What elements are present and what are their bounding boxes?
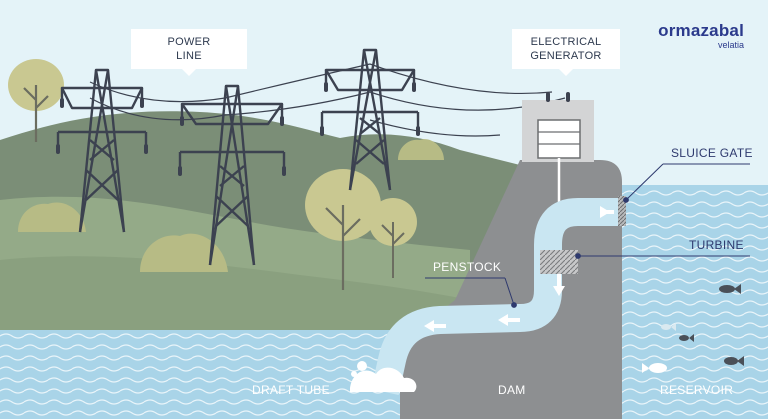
brand-sub: velatia (717, 40, 744, 50)
penstock-label: PENSTOCK (433, 260, 502, 274)
reservoir-waves (600, 185, 768, 419)
turbine (540, 250, 578, 274)
leader-lines (425, 163, 750, 308)
sluice-gate (618, 196, 626, 226)
splash (350, 361, 417, 392)
tree-mid (305, 169, 381, 290)
tree-left (8, 59, 64, 142)
tower-1 (56, 68, 148, 233)
sluice-gate-label: SLUICE GATE (671, 146, 753, 160)
penstock-pipe (371, 198, 622, 395)
tree-right (369, 198, 417, 278)
insulators (56, 82, 420, 176)
fish (642, 284, 744, 373)
generator-label-1: ELECTRICAL (530, 36, 602, 48)
tower-2 (178, 84, 286, 266)
tower-3 (320, 48, 420, 191)
dam-label: DAM (498, 383, 526, 397)
reservoir-label: RESERVOIR (660, 383, 734, 397)
power-line-label-1: POWER (167, 36, 211, 48)
power-line-callout: POWER LINE (131, 29, 247, 76)
generator-unit (537, 119, 581, 159)
generator-label-2: GENERATOR (530, 50, 602, 62)
brand-logo: ormazabal velatia (652, 21, 744, 51)
power-line-label-2: LINE (176, 50, 202, 62)
lower-meadow (0, 256, 470, 345)
generator-callout: ELECTRICAL GENERATOR (512, 29, 620, 76)
draft-tube-label: DRAFT TUBE (252, 383, 330, 397)
turbine-label: TURBINE (689, 238, 744, 252)
flow-arrows (424, 206, 614, 332)
bushes (18, 139, 444, 272)
brand-wordmark: ormazabal (658, 21, 744, 40)
